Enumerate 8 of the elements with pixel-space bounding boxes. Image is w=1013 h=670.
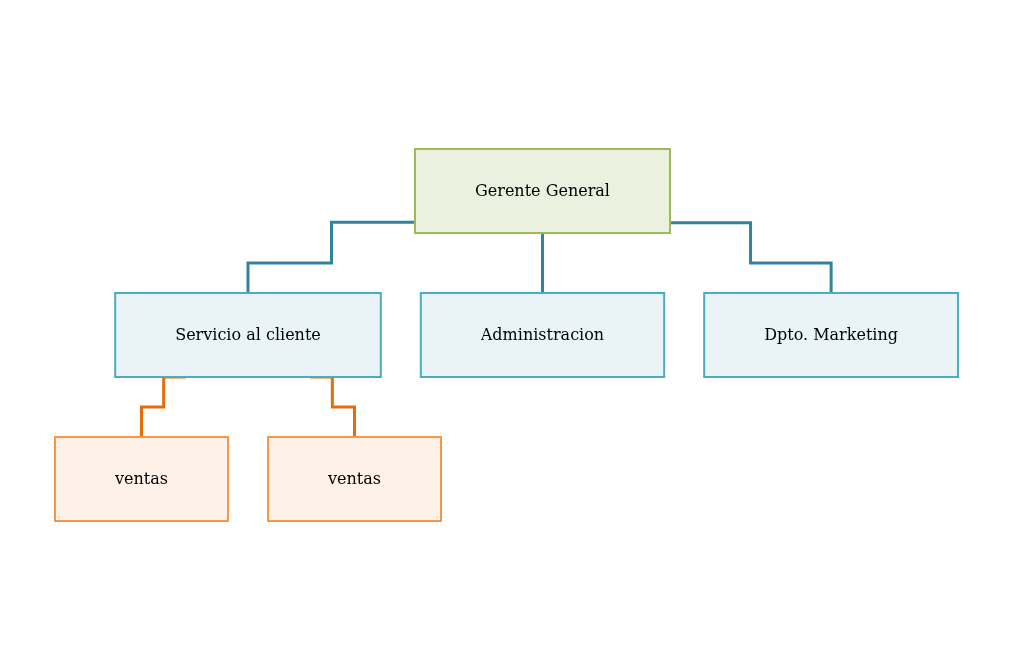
node-box: ventas — [54, 436, 229, 522]
node-box: Gerente General — [414, 148, 671, 234]
connector — [246, 220, 415, 295]
node-box: Dpto. Marketing — [703, 292, 959, 378]
connector — [669, 221, 833, 295]
node-box: ventas — [267, 436, 442, 522]
node-box: Administracion — [419, 292, 666, 378]
node-box: Servicio al cliente — [114, 292, 382, 378]
